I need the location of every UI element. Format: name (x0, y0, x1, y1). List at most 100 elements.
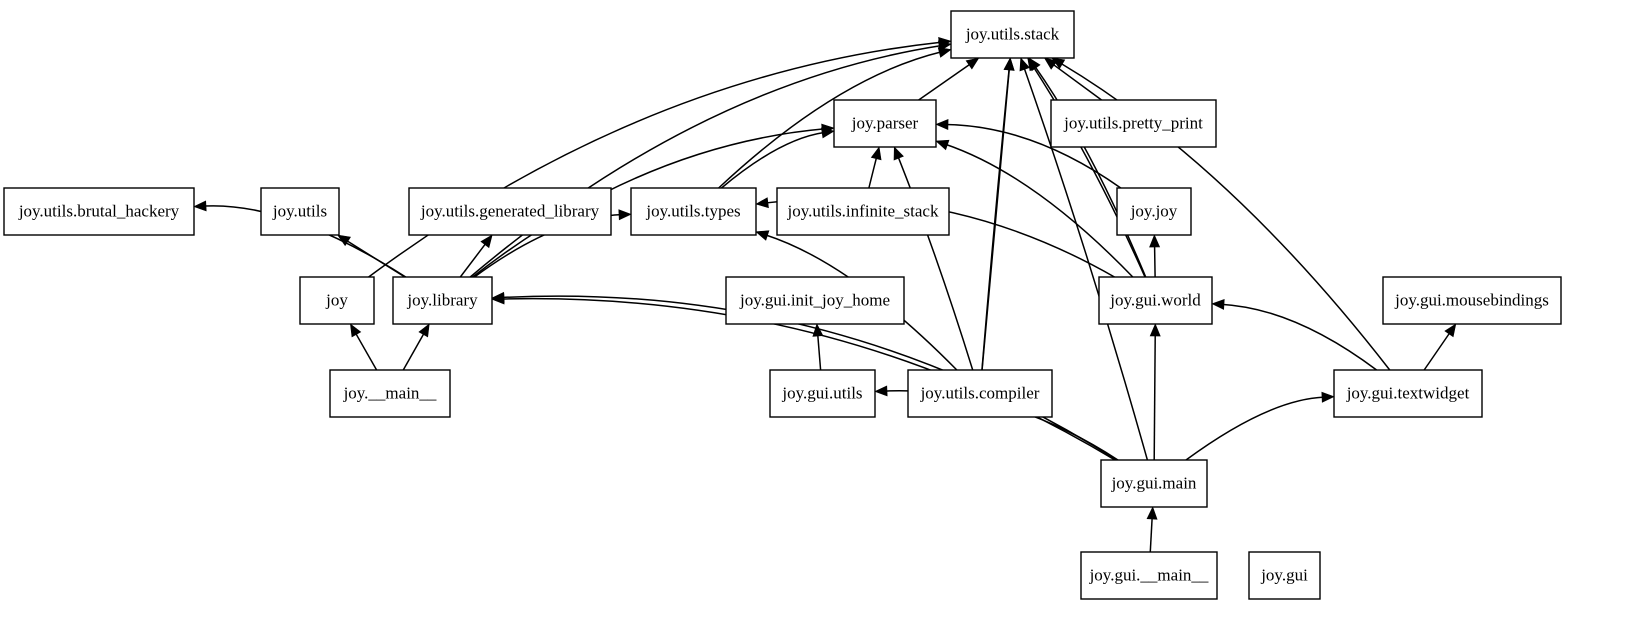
node-rect[interactable] (3, 187, 195, 236)
node-rect[interactable] (1080, 551, 1218, 600)
node-rect[interactable] (1050, 99, 1217, 148)
node-label: joy.gui.utils (781, 383, 862, 402)
graph-node[interactable]: joy.utils.stack (950, 10, 1075, 59)
graph-node[interactable]: joy.utils.generated_library (408, 187, 612, 236)
graph-node[interactable]: joy.utils.infinite_stack (776, 187, 950, 236)
node-rect[interactable] (833, 99, 937, 148)
graph-node[interactable]: joy.joy (1116, 187, 1192, 236)
graph-edge (945, 143, 1134, 278)
edge-arrowhead (1146, 506, 1158, 520)
node-rect[interactable] (408, 187, 612, 236)
graph-edge (472, 128, 825, 278)
node-label: joy.utils.types (645, 201, 740, 220)
graph-edge (1149, 516, 1153, 553)
node-rect[interactable] (769, 369, 876, 418)
edge-arrowhead (1444, 323, 1457, 338)
graph-edge (368, 41, 942, 278)
graph-node[interactable]: joy.gui.textwidget (1333, 369, 1483, 418)
graph-node[interactable]: joy.utils (260, 187, 340, 236)
edge-arrowhead (874, 385, 888, 397)
node-rect[interactable] (1116, 187, 1192, 236)
graph-node[interactable]: joy.utils.brutal_hackery (3, 187, 195, 236)
graph-node[interactable]: joy.library (392, 276, 493, 325)
edge-arrowhead (935, 119, 949, 131)
graph-node[interactable]: joy (299, 276, 375, 325)
node-rect[interactable] (776, 187, 950, 236)
edge-arrowhead (812, 323, 824, 337)
node-rect[interactable] (630, 187, 757, 236)
node-rect[interactable] (725, 276, 905, 325)
graph-edge (816, 333, 822, 371)
node-rect[interactable] (299, 276, 375, 325)
node-label: joy.utils.compiler (920, 383, 1040, 402)
node-rect[interactable] (260, 187, 340, 236)
node-rect[interactable] (1100, 459, 1208, 508)
graph-edge (1153, 244, 1156, 278)
edge-arrowhead (893, 146, 904, 161)
node-rect[interactable] (1098, 276, 1213, 325)
graph-node[interactable]: joy.parser (833, 99, 937, 148)
graph-edge (345, 239, 406, 278)
edge-arrowhead (755, 197, 769, 209)
node-rect[interactable] (950, 10, 1075, 59)
node-label: joy.gui.mousebindings (1394, 290, 1549, 309)
graph-node[interactable]: joy.gui.utils (769, 369, 876, 418)
node-rect[interactable] (329, 369, 451, 418)
graph-node[interactable]: joy.gui.__main__ (1080, 551, 1218, 600)
graph-node[interactable]: joy.utils.compiler (907, 369, 1053, 418)
node-rect[interactable] (907, 369, 1053, 418)
node-label: joy.gui.world (1109, 290, 1201, 309)
graph-edge (402, 332, 425, 371)
graph-edge (1423, 331, 1451, 371)
graph-node[interactable]: joy.__main__ (329, 369, 451, 418)
edge-arrowhead (1149, 323, 1161, 337)
edge-arrowhead (480, 234, 493, 249)
node-label: joy.utils.brutal_hackery (18, 201, 180, 220)
node-label: joy.library (406, 290, 478, 309)
graph-edge (945, 123, 1122, 189)
edge-arrowhead (937, 47, 952, 58)
graph-node[interactable]: joy.utils.pretty_print (1050, 99, 1217, 148)
graph-node[interactable]: joy.gui.mousebindings (1382, 276, 1562, 325)
graph-edge (981, 67, 1010, 371)
node-label: joy.utils.pretty_print (1063, 113, 1203, 132)
edge-arrowhead (1019, 57, 1030, 72)
graph-edge (354, 332, 378, 371)
edge-arrowhead (1321, 391, 1335, 403)
graph-edge (868, 156, 878, 189)
node-rect[interactable] (392, 276, 493, 325)
graph-node[interactable]: joy.gui.main (1100, 459, 1208, 508)
graph-edge (718, 51, 942, 189)
node-label: joy.utils.generated_library (420, 201, 600, 220)
node-label: joy.utils (272, 201, 327, 220)
edge-arrowhead (870, 146, 882, 161)
graph-edge (1052, 63, 1102, 101)
graph-edge (918, 63, 972, 101)
graph-edge (1032, 65, 1146, 278)
edge-arrowhead (821, 127, 835, 139)
edge-arrowhead (418, 323, 430, 338)
graph-edge (1034, 65, 1147, 278)
edge-arrowhead (1149, 234, 1161, 248)
edge-arrowhead (491, 291, 505, 303)
node-label: joy.gui (1260, 565, 1308, 584)
node-label: joy.utils.infinite_stack (787, 201, 939, 220)
nodes-layer: joy.utils.stack joy.parser joy.utils.prett… (3, 10, 1562, 600)
graph-node[interactable]: joy.gui.world (1098, 276, 1213, 325)
graph-node[interactable]: joy.gui.init_joy_home (725, 276, 905, 325)
node-rect[interactable] (1382, 276, 1562, 325)
edge-arrowhead (1211, 298, 1225, 310)
node-rect[interactable] (1248, 551, 1321, 600)
edge-arrowhead (1051, 57, 1066, 70)
graph-edge (1185, 396, 1325, 461)
graph-edge (459, 242, 487, 278)
edge-arrowhead (938, 37, 952, 48)
node-rect[interactable] (1333, 369, 1483, 418)
node-label: joy.gui.main (1111, 473, 1197, 492)
graph-node[interactable]: joy.utils.types (630, 187, 757, 236)
graph-node[interactable]: joy.gui (1248, 551, 1321, 600)
edge-arrowhead (336, 234, 351, 247)
graph-edge (469, 44, 942, 278)
graph-edge (1153, 333, 1156, 461)
edges-layer (193, 37, 1457, 553)
